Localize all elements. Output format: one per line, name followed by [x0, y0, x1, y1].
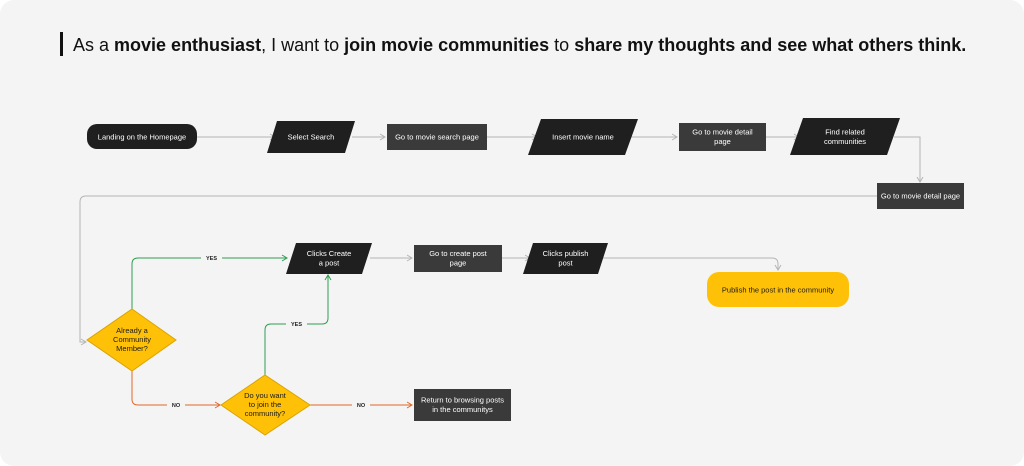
node-select-search-label: Select Search — [288, 133, 335, 142]
node-insert-name-shape — [528, 119, 638, 155]
node-find-communities-shape — [790, 118, 900, 155]
edge-label-no-left: NO — [172, 403, 181, 409]
node-create-page-shape — [414, 245, 502, 272]
node-want-join-shape — [220, 374, 311, 436]
node-insert-name: Insert movie name — [528, 119, 638, 155]
node-publish-label: Publish the post in the community — [722, 286, 834, 295]
node-search-page-label: Go to movie search page — [395, 133, 479, 142]
edge-label-yes-mid: YES — [291, 322, 302, 328]
node-return-browsing-shape — [414, 389, 511, 421]
node-detail-page-2-label: Go to movie detail page — [881, 192, 960, 201]
heading-benefit: share my thoughts and see what others th… — [574, 35, 967, 55]
heading-mid2: to — [549, 35, 575, 55]
node-landing: Landing on the Homepage — [87, 124, 197, 149]
node-search-page: Go to movie search page — [387, 124, 487, 150]
edge-member-no — [131, 371, 221, 409]
node-select-search-shape — [267, 121, 355, 153]
node-publish-shape — [707, 272, 849, 307]
heading-mid1: , I want to — [261, 35, 345, 55]
node-search-page-shape — [387, 124, 487, 150]
node-already-member-shape — [86, 308, 177, 372]
heading-goal: join movie communities — [344, 35, 550, 55]
node-publish: Publish the post in the community — [707, 272, 849, 307]
edge-detail2-to-member — [79, 195, 877, 346]
node-clicks-create-shape — [286, 243, 372, 274]
edge-label-yes-top: YES — [206, 256, 217, 262]
edge-publish-click-to-publish — [602, 257, 782, 271]
node-select-search: Select Search — [267, 121, 355, 153]
node-clicks-publish-shape — [523, 243, 608, 274]
heading-prefix: As a — [73, 35, 115, 55]
node-landing-shape — [87, 124, 197, 149]
edge-find-to-detail2 — [894, 136, 924, 183]
heading-accent-bar — [60, 32, 63, 56]
edge-labels: YES YES NO NO — [167, 254, 370, 409]
edge-member-yes — [131, 254, 288, 310]
user-story-heading: As a movie enthusiast, I want to join mo… — [73, 33, 966, 57]
edge-label-no-right: NO — [357, 403, 366, 409]
heading-role: movie enthusiast — [114, 35, 262, 55]
node-landing-label: Landing on the Homepage — [98, 133, 186, 142]
node-insert-name-label: Insert movie name — [552, 133, 614, 142]
node-detail-page-2-shape — [877, 183, 964, 209]
node-detail-page-2: Go to movie detail page — [877, 183, 964, 209]
node-detail-page-1-shape — [679, 123, 766, 151]
